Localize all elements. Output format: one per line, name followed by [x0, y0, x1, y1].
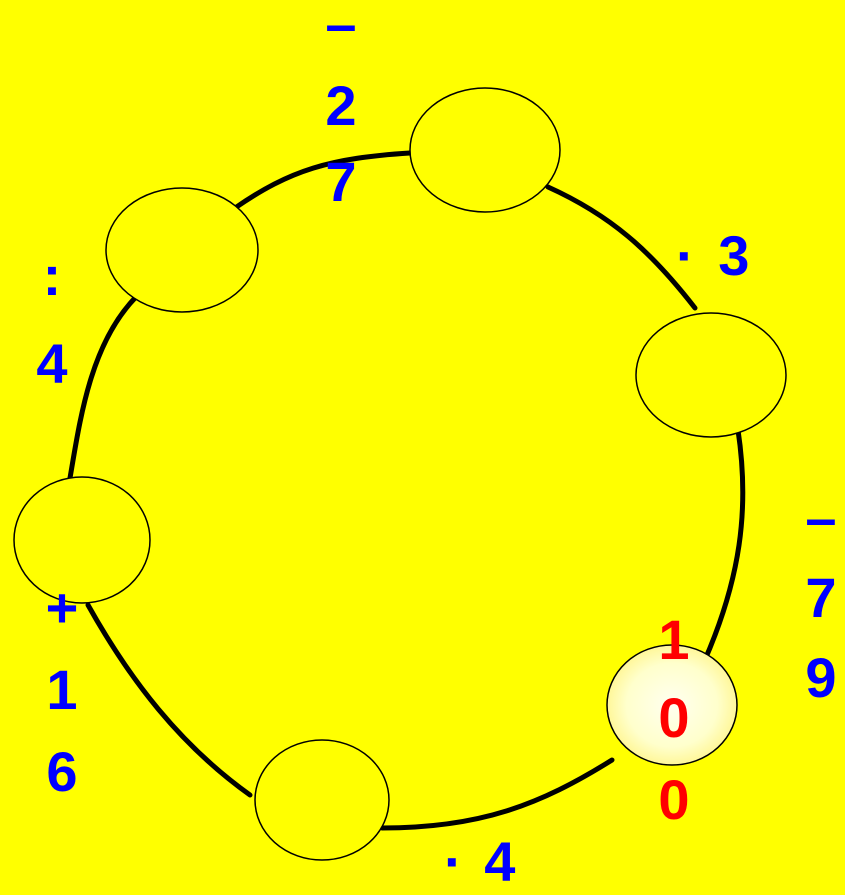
node-top: [409, 87, 561, 213]
edge-upper-right-to-result: [701, 427, 746, 665]
edge-top-to-upper-right: [545, 184, 698, 311]
result-digit-1: 1: [658, 608, 690, 671]
node-left: [13, 476, 151, 604]
op-divide-4-symbol: :: [42, 244, 62, 307]
op-minus-79-digit-2: 9: [805, 646, 837, 709]
op-minus-79-digit-1: 7: [805, 566, 837, 629]
edge-bottom-to-left: [85, 602, 253, 798]
edge-left-to-upper-left: [67, 295, 138, 481]
op-minus-27-digit-2: 7: [325, 150, 357, 213]
op-plus-16-symbol: +: [45, 576, 79, 639]
op-times-4: · 4: [444, 834, 515, 890]
op-times-3-symbol: ·: [676, 224, 695, 287]
node-result: [606, 644, 738, 766]
op-divide-4-number: 4: [36, 332, 68, 395]
op-divide-4: : 4: [26, 248, 78, 392]
result-digit-3: 0: [658, 768, 690, 831]
node-upper-left: [105, 187, 259, 313]
node-upper-right: [635, 312, 787, 438]
edge-result-to-bottom: [379, 757, 615, 831]
op-minus-27: – 2 7: [315, 0, 367, 210]
op-minus-79-symbol: –: [805, 486, 837, 549]
op-plus-16-digit-1: 1: [46, 658, 78, 721]
op-minus-27-digit-1: 2: [325, 74, 357, 137]
op-minus-27-symbol: –: [325, 0, 357, 55]
edge-upper-left-to-top: [232, 150, 413, 211]
op-plus-16: + 1 6: [36, 580, 88, 800]
op-times-4-symbol: ·: [444, 830, 463, 893]
node-bottom: [254, 739, 390, 861]
result-value: 1 0 0: [648, 612, 700, 828]
result-digit-2: 0: [658, 686, 690, 749]
op-plus-16-digit-2: 6: [46, 740, 78, 803]
op-times-3-number: 3: [718, 224, 750, 287]
op-times-4-number: 4: [484, 830, 516, 893]
op-minus-79: – 7 9: [795, 490, 845, 706]
op-times-3: · 3: [676, 228, 749, 284]
